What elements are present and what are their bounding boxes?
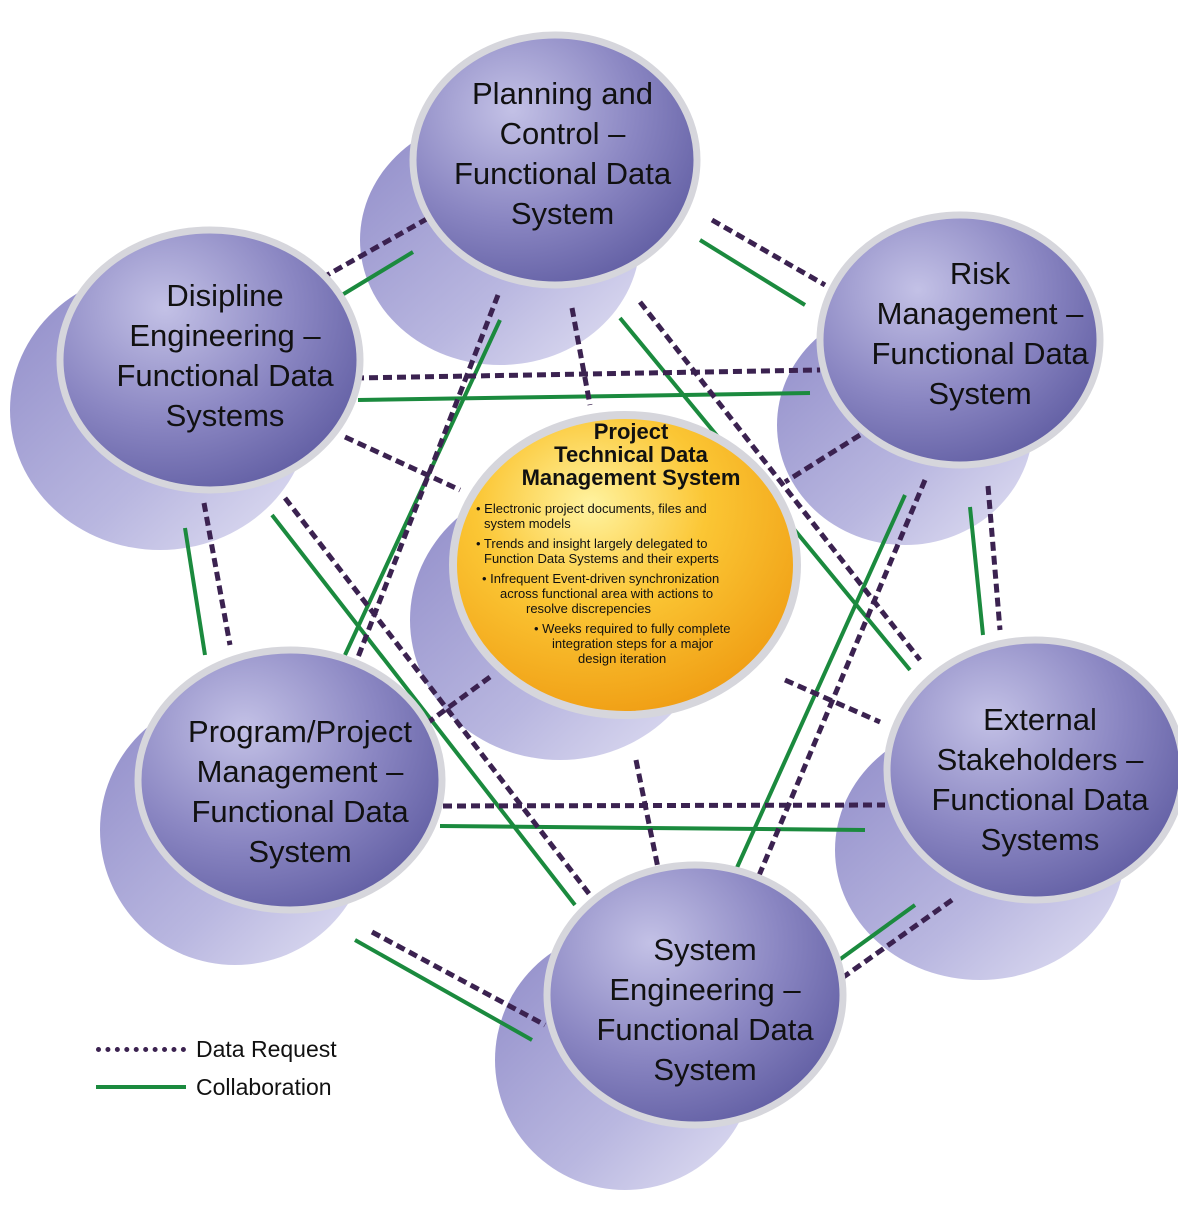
center-bullet-line: Function Data Systems and their experts [484,551,719,566]
program-label-line: Management – [196,754,404,789]
req-center-risk [783,432,862,485]
req-risk-external [985,485,1003,631]
external-label-line: Functional Data [931,782,1149,817]
external-node-face [883,636,1178,904]
external-label-line: External [983,702,1097,737]
req-discipline-risk [354,367,821,381]
discipline-label-line: Functional Data [116,358,334,393]
data-request-lines [201,213,1003,1028]
center-bullet-line: design iteration [578,651,667,666]
req-external-syseng [833,897,954,986]
center-node-text: Project Technical Data Management System… [456,420,806,666]
center-bullet: • Electronic project documents, files an… [456,501,806,531]
risk-label-line: System [928,376,1032,411]
req-program-syseng [370,929,547,1028]
center-title: Project Technical Data Management System [456,420,806,489]
planning-label-line: System [510,196,615,231]
data-request-swatch [96,1046,186,1052]
collab-program-external [439,824,866,832]
req-program-external [442,802,886,809]
external-node-label: External Stakeholders – Functional Data … [910,700,1170,860]
discipline-label-line: Systems [165,398,285,433]
center-title-line: Technical Data [554,442,708,467]
external-label-line: Stakeholders – [936,742,1144,777]
legend: Data Request Collaboration [96,1030,337,1106]
req-planning-risk [710,217,827,288]
program-label-line: Program/Project [188,714,412,749]
collab-discipline-program [183,527,207,656]
risk-node-face [816,211,1104,469]
external-label-line: Systems [980,822,1100,857]
syseng-node-face [543,861,847,1129]
req-planning-discipline [320,213,434,281]
collab-external-syseng [826,903,917,970]
collab-planning-discipline [335,250,415,300]
syseng-label-line: Functional Data [596,1012,814,1047]
center-bullet-line: • Electronic project documents, files an… [476,501,707,516]
discipline-node-label: Disipline Engineering – Functional Data … [95,276,355,436]
node-faces [56,31,1178,1129]
req-risk-syseng [752,479,928,886]
center-bullet: • Trends and insight largely delegated t… [456,536,806,566]
center-bullet-line: across functional area with actions to [500,586,714,601]
center-title-line: Management System [521,465,741,490]
center-bullet-line: • Weeks required to fully complete [534,621,731,636]
program-node-face [134,646,446,914]
legend-label: Data Request [196,1035,337,1062]
syseng-label-line: Engineering – [609,972,801,1007]
req-planning-program [352,294,501,666]
risk-label-line: Functional Data [871,336,1089,371]
risk-node-label: Risk Management – Functional Data System [850,254,1110,414]
collab-program-syseng [354,938,533,1042]
center-bullet-line: resolve discrepencies [526,601,652,616]
program-node-label: Program/Project Management – Functional … [160,712,440,872]
planning-node-face [409,31,701,289]
center-bullet-line: • Infrequent Event-driven synchronizatio… [482,571,720,586]
center-bullet-line: system models [484,516,571,531]
risk-label-line: Risk [949,256,1011,291]
collab-risk-external [968,506,985,636]
center-title-line: Project [593,419,669,444]
collab-discipline-syseng [270,513,577,907]
collab-planning-risk [698,238,807,307]
collab-discipline-risk [357,391,811,402]
center-node-face [449,411,801,719]
discipline-label-line: Disipline [166,278,284,313]
syseng-label-line: System [653,1052,757,1087]
center-bullet: • Weeks required to fully complete integ… [456,621,806,666]
syseng-node-label: System Engineering – Functional Data Sys… [575,930,835,1090]
legend-item-data-request: Data Request [96,1030,337,1068]
program-label-line: Functional Data [191,794,409,829]
discipline-label-line: Engineering – [129,318,321,353]
collaboration-swatch [96,1085,186,1089]
planning-label-line: Planning and [472,76,653,111]
center-bullet-line: integration steps for a major [552,636,714,651]
legend-item-collaboration: Collaboration [96,1068,337,1106]
req-center-planning [569,307,593,406]
req-center-syseng [633,759,661,869]
req-discipline-program [201,502,233,646]
planning-node-label: Planning and Control – Functional Data S… [440,74,685,234]
program-label-line: System [248,834,352,869]
discipline-node-face [56,226,364,494]
collaboration-lines [183,238,985,1042]
syseng-label-line: System [653,932,757,967]
planning-label-line: Control – [499,116,626,151]
center-bullet: • Infrequent Event-driven synchronizatio… [456,571,806,616]
risk-label-line: Management – [876,296,1084,331]
req-center-discipline [343,434,462,493]
center-bullet-line: • Trends and insight largely delegated t… [476,536,708,551]
legend-label: Collaboration [196,1073,332,1100]
planning-label-line: Functional Data [453,156,672,191]
req-center-external [783,677,882,725]
collab-risk-syseng [733,494,907,873]
